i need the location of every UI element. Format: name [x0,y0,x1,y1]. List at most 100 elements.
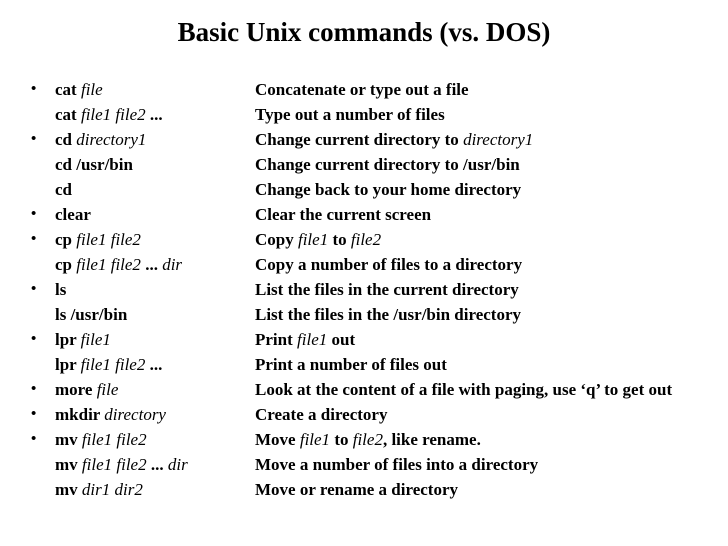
command-row: • cp file1 file2 Copy file1 to file2 [0,227,728,252]
text-segment: dir [162,255,183,274]
text-segment: file1 file2 [80,105,146,124]
text-segment: Change back to your home directory [255,180,522,199]
command-row: • ls List the files in the current direc… [0,277,728,302]
text-segment: Change current directory to [255,130,464,149]
description-text: Change current directory to /usr/bin [255,152,520,177]
text-segment: Print a number of files out [255,355,447,374]
command-text: cat file [55,77,103,102]
command-row: lpr file1 file2 ... Print a number of fi… [0,352,728,377]
text-segment: Create a directory [255,405,388,424]
text-segment: to [328,230,351,249]
text-segment: cp [55,255,77,274]
command-text: lpr file1 [55,327,111,352]
description-text: Copy file1 to file2 [255,227,381,252]
text-segment: file1 [299,430,331,449]
text-segment: file1 [297,330,328,349]
text-segment: file1 file2 [76,255,141,274]
text-segment: ... [145,355,163,374]
command-text: cp file1 file2 [55,227,141,252]
text-segment: file1 file2 [80,355,146,374]
text-segment: mv [55,480,82,499]
text-segment: file1 file2 [81,455,147,474]
text-segment: cd [55,130,77,149]
command-row: • mv file1 file2 Move file1 to file2, li… [0,427,728,452]
text-segment: out [327,330,356,349]
command-row: cd /usr/bin Change current directory to … [0,152,728,177]
description-text: Move or rename a directory [255,477,458,502]
description-text: Clear the current screen [255,202,431,227]
text-segment: ... [140,255,163,274]
text-segment: file1 file2 [76,230,141,249]
text-segment: , like rename. [382,430,481,449]
command-text: cd directory1 [55,127,146,152]
command-row: cat file1 file2 ... Type out a number of… [0,102,728,127]
command-row: • more file Look at the content of a fil… [0,377,728,402]
text-segment: more [55,380,97,399]
text-segment: clear [55,205,91,224]
text-segment: file1 file2 [81,430,147,449]
text-segment: Move [255,430,300,449]
description-text: Create a directory [255,402,387,427]
text-segment: mkdir [55,405,105,424]
bullet-icon: • [31,381,37,397]
text-segment: cd [55,180,72,199]
description-text: Copy a number of files to a directory [255,252,522,277]
text-segment: ls /usr/bin [55,305,128,324]
text-segment: file2 [352,430,383,449]
text-segment: dir1 dir2 [81,480,143,499]
text-segment: file [96,380,119,399]
command-row: • clear Clear the current screen [0,202,728,227]
text-segment: directory1 [463,130,534,149]
text-segment: cat [55,80,81,99]
command-text: clear [55,202,91,227]
bullet-icon: • [31,131,37,147]
text-segment: file [80,80,103,99]
description-text: Look at the content of a file with pagin… [255,377,672,402]
text-segment: List the files in the current directory [255,280,519,299]
description-text: Concatenate or type out a file [255,77,469,102]
command-text: ls [55,277,66,302]
text-segment: lpr [55,330,81,349]
text-segment: directory1 [76,130,147,149]
command-row: ls /usr/bin List the files in the /usr/b… [0,302,728,327]
slide-title: Basic Unix commands (vs. DOS) [177,17,551,47]
text-segment: file1 [80,330,111,349]
description-text: Move file1 to file2, like rename. [255,427,481,452]
text-segment: Change current directory to /usr/bin [255,155,520,174]
text-segment: cat [55,105,81,124]
text-segment: Move a number of files into a directory [255,455,539,474]
description-text: Change current directory to directory1 [255,127,533,152]
command-row: • cat file Concatenate or type out a fil… [0,77,728,102]
text-segment: mv [55,430,82,449]
bullet-icon: • [31,231,37,247]
command-text: more file [55,377,118,402]
text-segment: Look at the content of a file with pagin… [255,380,673,399]
command-text: mv dir1 dir2 [55,477,143,502]
text-segment: Copy [255,230,298,249]
command-text: lpr file1 file2 ... [55,352,162,377]
text-segment: cd /usr/bin [55,155,133,174]
command-text: cd [55,177,72,202]
command-row: • lpr file1 Print file1 out [0,327,728,352]
text-segment: List the files in the /usr/bin directory [255,305,522,324]
command-text: mv file1 file2 ... dir [55,452,188,477]
text-segment: mv [55,455,82,474]
text-segment: lpr [55,355,81,374]
text-segment: ... [146,455,168,474]
command-row: • mkdir directory Create a directory [0,402,728,427]
text-segment: Copy a number of files to a directory [255,255,523,274]
text-segment: directory [104,405,166,424]
description-text: Move a number of files into a directory [255,452,538,477]
command-row: mv dir1 dir2 Move or rename a directory [0,477,728,502]
bullet-icon: • [31,206,37,222]
command-list: • cat file Concatenate or type out a fil… [0,77,728,502]
text-segment: Type out a number of files [255,105,445,124]
command-row: cp file1 file2 ... dir Copy a number of … [0,252,728,277]
command-row: • cd directory1 Change current directory… [0,127,728,152]
bullet-icon: • [31,331,37,347]
description-text: List the files in the current directory [255,277,519,302]
text-segment: ... [145,105,163,124]
text-segment: to [330,430,353,449]
description-text: List the files in the /usr/bin directory [255,302,521,327]
bullet-icon: • [31,406,37,422]
